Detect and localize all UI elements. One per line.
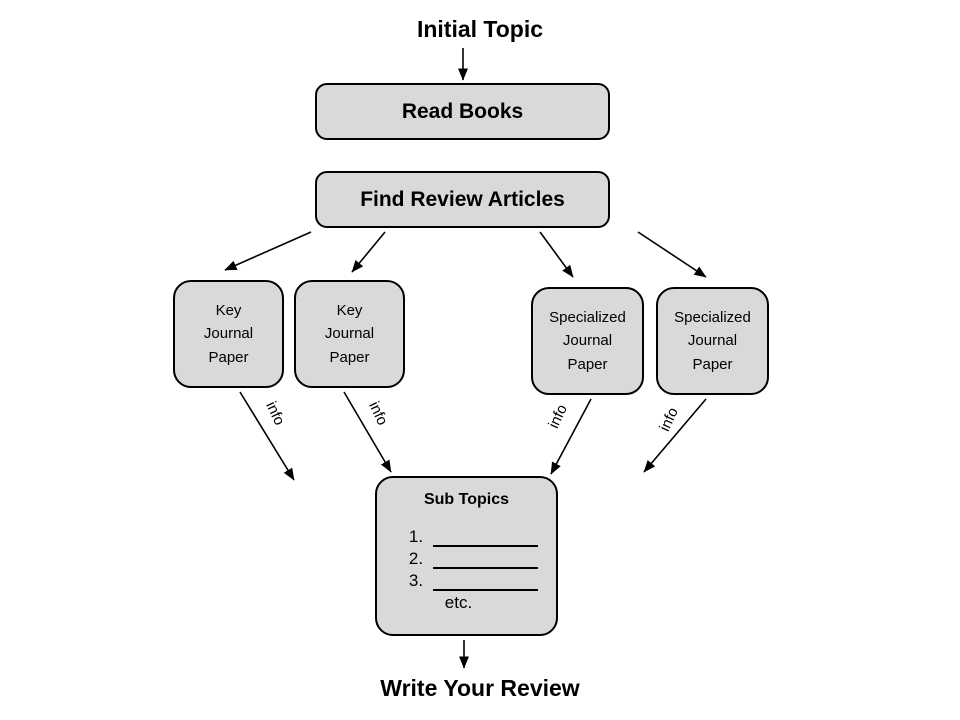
- sub-topics-list: 1. 2. 3.: [377, 527, 556, 591]
- edge-review-to-paper-3: [637, 231, 707, 278]
- edge-review-to-paper-0: [224, 231, 312, 271]
- paper-line-1: Key: [336, 302, 363, 320]
- sub-topics-title: Sub Topics: [423, 491, 510, 508]
- paper-line-1: Specialized: [549, 309, 626, 327]
- paper-line-3: Paper: [692, 355, 733, 373]
- node-specialized-journal-paper-2[interactable]: Specialized Journal Paper: [656, 287, 769, 395]
- edge-label-info-1: info: [262, 398, 288, 429]
- sub-topic-blank-line[interactable]: [433, 573, 538, 591]
- write-your-review-label: Write Your Review: [380, 675, 580, 701]
- sub-topic-blank-line[interactable]: [433, 551, 538, 569]
- sub-topics-etc-label: etc.: [444, 593, 473, 612]
- sub-topic-item: 3.: [399, 571, 538, 591]
- node-key-journal-paper-2[interactable]: Key Journal Paper: [294, 280, 405, 388]
- paper-line-2: Journal: [687, 332, 738, 350]
- edge-label-info-2: info: [365, 398, 391, 429]
- paper-line-1: Key: [215, 302, 242, 320]
- node-specialized-journal-paper-1[interactable]: Specialized Journal Paper: [531, 287, 644, 395]
- paper-line-2: Journal: [324, 325, 375, 343]
- sub-topic-number: 1.: [408, 527, 424, 546]
- paper-line-3: Paper: [567, 355, 608, 373]
- sub-topic-item: 2.: [399, 549, 538, 569]
- sub-topic-item: 1.: [399, 527, 538, 547]
- edge-label-info-3: info: [545, 401, 571, 432]
- initial-topic-label: Initial Topic: [416, 16, 544, 42]
- node-sub-topics[interactable]: Sub Topics 1. 2. 3. etc.: [375, 476, 558, 636]
- edge-review-to-paper-2: [539, 231, 574, 278]
- edge-review-to-paper-1: [351, 231, 386, 273]
- paper-line-3: Paper: [329, 348, 370, 366]
- sub-topic-number: 2.: [408, 549, 424, 568]
- sub-topic-blank-line[interactable]: [433, 529, 538, 547]
- node-key-journal-paper-1[interactable]: Key Journal Paper: [173, 280, 284, 388]
- node-read-books[interactable]: Read Books: [315, 83, 610, 140]
- paper-line-3: Paper: [208, 348, 249, 366]
- paper-line-2: Journal: [562, 332, 613, 350]
- paper-line-2: Journal: [203, 325, 254, 343]
- paper-line-1: Specialized: [674, 309, 751, 327]
- edge-label-info-4: info: [656, 404, 682, 435]
- sub-topic-number: 3.: [408, 571, 424, 590]
- node-find-review-articles[interactable]: Find Review Articles: [315, 171, 610, 228]
